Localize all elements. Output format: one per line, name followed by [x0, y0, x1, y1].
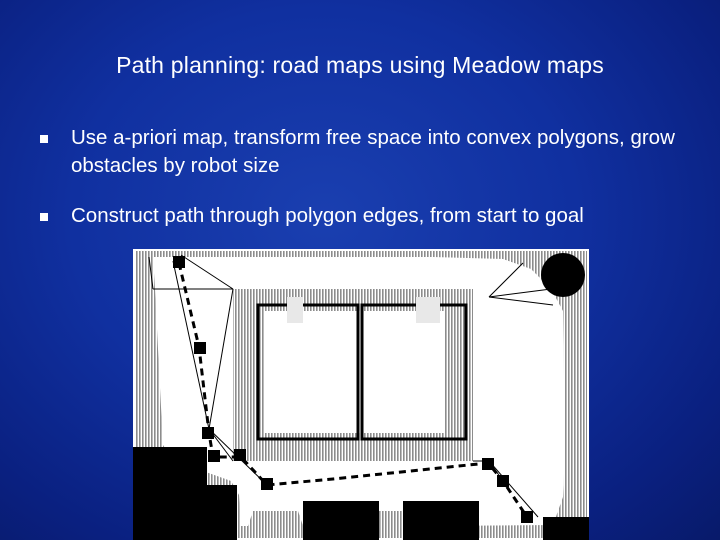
waypoint: [208, 450, 220, 462]
goal-waypoint: [521, 511, 533, 523]
waypoint: [497, 475, 509, 487]
waypoint: [261, 478, 273, 490]
waypoint: [234, 449, 246, 461]
bullet-text: Construct path through polygon edges, fr…: [71, 204, 584, 227]
path-waypoints: [173, 256, 533, 523]
table-left-notch: [287, 297, 303, 323]
obstacle-left-bottom-step: [207, 485, 237, 540]
waypoint: [202, 427, 214, 439]
obstacle-bottom-corner: [543, 517, 589, 540]
waypoint: [482, 458, 494, 470]
bullet-item: Use a-priori map, transform free space i…: [38, 124, 698, 180]
obstacle-bottom-center: [303, 501, 379, 540]
waypoint: [194, 342, 206, 354]
planned-path: [177, 262, 529, 518]
start-waypoint: [173, 256, 185, 268]
table-free-gap: [265, 311, 445, 433]
table-right-notch: [416, 297, 440, 323]
bullet-list: Use a-priori map, transform free space i…: [38, 124, 698, 252]
table-left: [256, 303, 360, 441]
obstacle-round-corner: [541, 253, 585, 297]
bullet-item: Construct path through polygon edges, fr…: [38, 202, 698, 230]
obstacle-left-bottom: [133, 447, 207, 540]
obstacle-bottom-right: [403, 501, 479, 540]
slide-title: Path planning: road maps using Meadow ma…: [116, 52, 604, 78]
meadow-map-figure: [133, 249, 589, 540]
bullet-text: Use a-priori map, transform free space i…: [71, 126, 675, 177]
bullet-square-icon: [40, 135, 48, 143]
polygon-edges: [148, 254, 554, 518]
table-right: [360, 303, 468, 441]
bullet-square-icon: [40, 213, 48, 221]
